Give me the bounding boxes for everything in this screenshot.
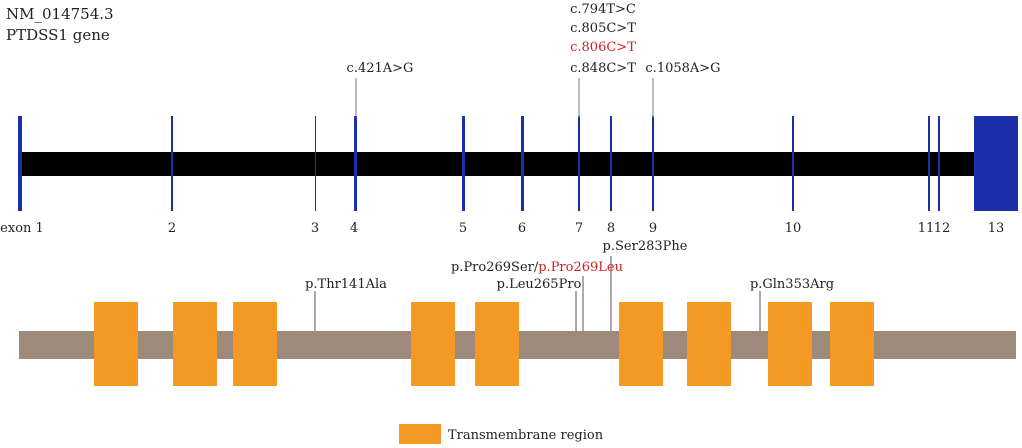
- exon-label: exon 1: [0, 221, 44, 236]
- exon-label: 7: [575, 221, 583, 236]
- exon-label: 9: [649, 221, 657, 236]
- protein-variant-label: p.Ser283Phe: [603, 239, 688, 254]
- cdna-variant-label: c.1058A>G: [645, 61, 720, 76]
- protein-variant-label-part: p.Pro269Ser/: [451, 260, 539, 275]
- exon-7-bar: [578, 116, 580, 211]
- protein-variant-label: p.Leu265Pro: [497, 277, 582, 292]
- legend-label: Transmembrane region: [448, 428, 604, 443]
- legend-swatch: [399, 424, 441, 444]
- protein-variant-label-highlight: p.Pro269Leu: [538, 260, 623, 275]
- exon-label: 5: [459, 221, 467, 236]
- exon-label: 10: [785, 221, 802, 236]
- cdna-variant-label: c.848C>T: [570, 61, 636, 76]
- transmembrane-region: [94, 302, 138, 386]
- transmembrane-region: [173, 302, 217, 386]
- exon-label: 12: [934, 221, 951, 236]
- exon-9-bar: [652, 116, 654, 211]
- transmembrane-region: [830, 302, 874, 386]
- exon-13-box: [974, 116, 1018, 211]
- exon-1-bar: [18, 116, 22, 211]
- exon-4-bar: [354, 116, 357, 211]
- exon-2-bar: [171, 116, 173, 211]
- exon-8-bar: [610, 116, 612, 211]
- exon-5-bar: [462, 116, 465, 211]
- transmembrane-region: [687, 302, 731, 386]
- exon-6-bar: [521, 116, 524, 211]
- transcript-accession: NM_014754.3: [6, 5, 114, 23]
- exon-label: 3: [311, 221, 319, 236]
- cdna-variant-label: c.421A>G: [347, 61, 414, 76]
- exon-label: 13: [988, 221, 1005, 236]
- exon-label: 2: [168, 221, 176, 236]
- exon-3-bar: [315, 116, 316, 211]
- exon-10-bar: [792, 116, 794, 211]
- exon-12-bar: [938, 116, 940, 211]
- exon-label: 4: [350, 221, 358, 236]
- protein-variant-label: p.Thr141Ala: [305, 277, 387, 292]
- gene-name: PTDSS1 gene: [6, 26, 110, 44]
- cdna-variant-label: c.794T>C: [570, 2, 636, 17]
- cdna-variant-label-highlight: c.806C>T: [570, 40, 636, 55]
- transmembrane-region: [768, 302, 812, 386]
- transmembrane-region: [475, 302, 519, 386]
- transmembrane-region: [619, 302, 663, 386]
- transmembrane-region: [233, 302, 277, 386]
- intron-backbone: [20, 152, 976, 176]
- protein-variant-label: p.Gln353Arg: [750, 277, 834, 292]
- exon-label: 11: [918, 221, 935, 236]
- exon-11-bar: [928, 116, 930, 211]
- transmembrane-region: [411, 302, 455, 386]
- cdna-variant-label: c.805C>T: [570, 21, 636, 36]
- protein-variant-label: p.Pro269Ser/p.Pro269Leu: [451, 260, 623, 275]
- exon-label: 6: [518, 221, 526, 236]
- exon-label: 8: [607, 221, 615, 236]
